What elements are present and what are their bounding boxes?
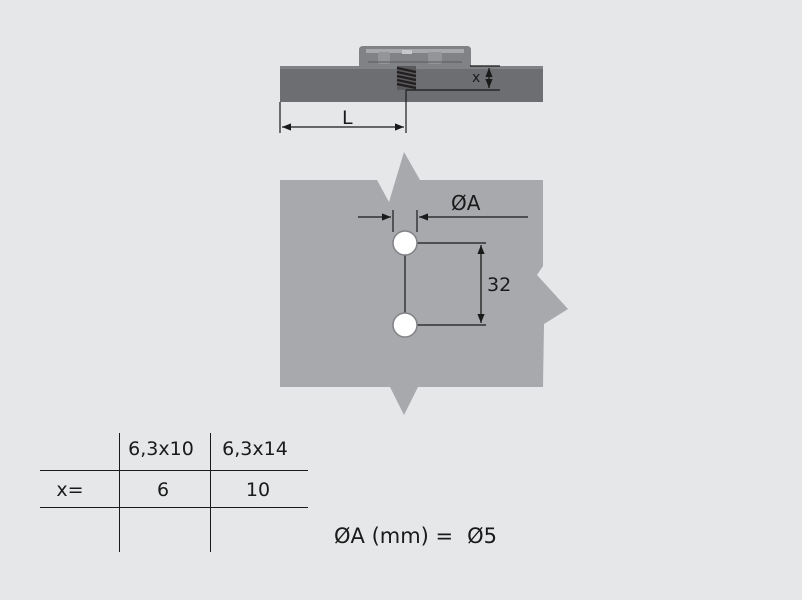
diameter-spec: ØA (mm) = Ø5	[334, 524, 497, 548]
hole-upper	[392, 230, 418, 256]
screw-icon	[396, 66, 417, 90]
label-spacing: 32	[487, 274, 511, 296]
label-l: L	[342, 107, 353, 129]
top-view: ØA 32	[280, 152, 568, 415]
clip-part	[359, 46, 471, 66]
diameter-spec-value: Ø5	[467, 524, 498, 548]
table-rule-bottom	[40, 507, 308, 508]
dimension-diameter: ØA	[358, 191, 528, 232]
label-diameter: ØA	[451, 191, 481, 215]
side-view: x L	[279, 46, 543, 133]
label-x: x	[472, 70, 480, 86]
panel-shape	[280, 152, 568, 415]
table-cell-x-6-3x10: 6	[156, 479, 170, 501]
table-col-divider-2	[210, 433, 211, 552]
table-cell-x-6-3x14: 10	[245, 479, 271, 501]
dimension-x: x	[406, 65, 500, 91]
dimension-l: L	[279, 90, 407, 133]
table-header-col-2: 6,3x14	[222, 438, 288, 460]
hole-centre-lines	[404, 242, 486, 326]
table-row-label-x: x=	[56, 479, 84, 501]
table-header-col-1: 6,3x10	[128, 438, 194, 460]
hole-lower	[392, 312, 418, 338]
table-rule-top	[40, 470, 308, 471]
diameter-spec-label: ØA (mm) =	[334, 524, 454, 548]
table-col-divider-1	[119, 433, 120, 552]
dimension-spacing: 32	[477, 245, 511, 323]
